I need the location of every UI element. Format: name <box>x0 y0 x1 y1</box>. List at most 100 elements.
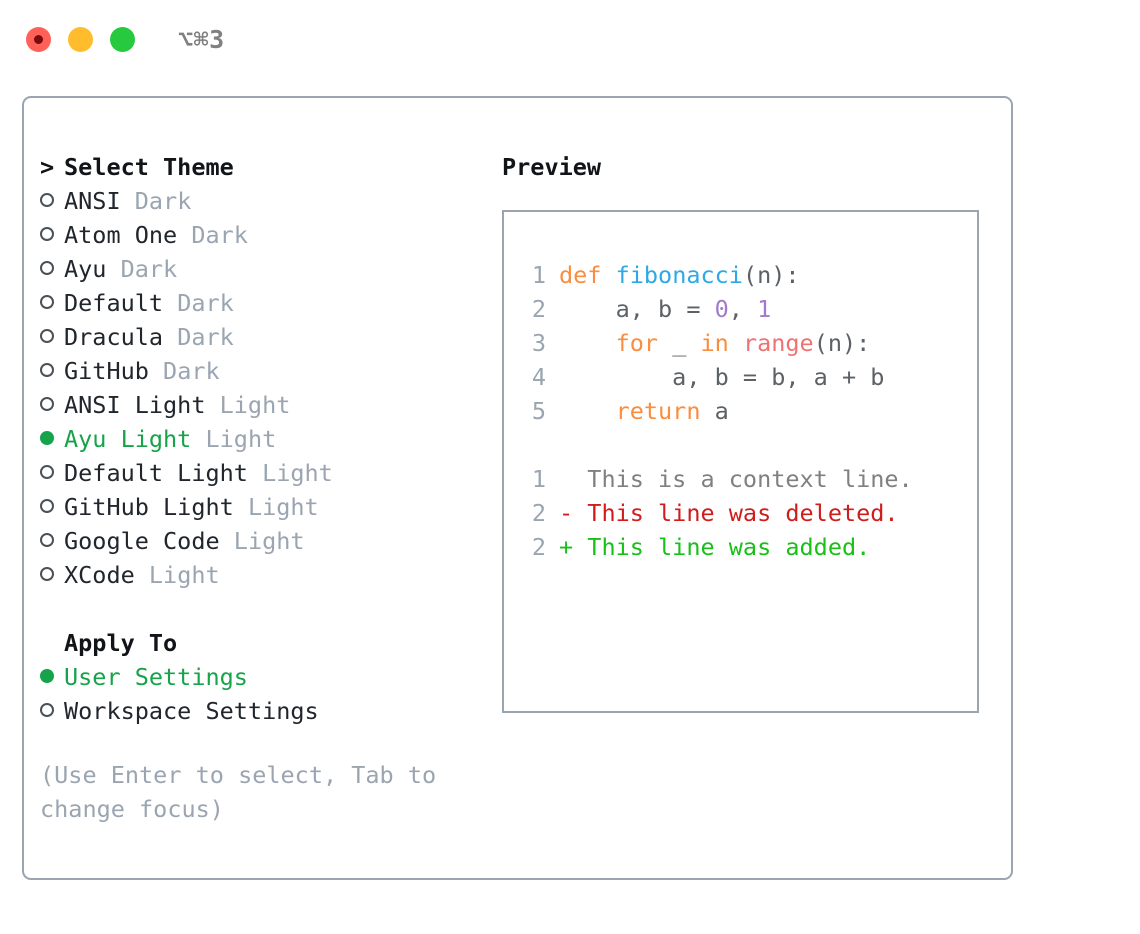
theme-name: Atom One <box>64 221 178 249</box>
theme-name: XCode <box>64 561 135 589</box>
theme-name: Dracula <box>64 323 164 351</box>
radio-bullet <box>40 567 54 581</box>
radio-unselected-icon[interactable] <box>40 286 64 320</box>
radio-bullet <box>40 363 54 377</box>
code-token: in <box>700 329 729 357</box>
theme-name: Ayu Light <box>64 425 192 453</box>
theme-picker-header: > Select Theme <box>40 150 490 184</box>
maximize-button[interactable] <box>110 26 135 52</box>
diff-text: This is a context line. <box>559 465 913 493</box>
theme-list-item[interactable]: Default Light Light <box>40 456 490 490</box>
code-line: 4 a, b = b, a + b <box>518 360 977 394</box>
apply-to-option[interactable]: Workspace Settings <box>40 694 490 728</box>
code-token: (n): <box>742 261 800 289</box>
radio-unselected-icon[interactable] <box>40 354 64 388</box>
theme-variant-tag: Light <box>219 391 291 419</box>
line-number: 2 <box>531 533 546 561</box>
radio-unselected-icon[interactable] <box>40 218 64 252</box>
theme-list-item[interactable]: Atom One Dark <box>40 218 490 252</box>
theme-name-gap <box>191 422 205 456</box>
theme-name: Google Code <box>64 527 220 555</box>
radio-unselected-icon[interactable] <box>40 456 64 490</box>
line-number: 2 <box>531 295 546 323</box>
theme-name: GitHub <box>64 357 149 385</box>
radio-bullet <box>40 397 54 411</box>
line-number: 5 <box>531 397 546 425</box>
code-token: def <box>559 261 602 289</box>
radio-selected-icon[interactable] <box>40 660 64 694</box>
theme-variant-tag: Light <box>205 425 277 453</box>
preview-title: Preview <box>502 153 602 181</box>
diff-line: 2+ This line was added. <box>518 530 977 564</box>
code-diff-gap <box>518 428 977 462</box>
theme-list-item[interactable]: GitHub Light Light <box>40 490 490 524</box>
radio-selected-icon[interactable] <box>40 422 64 456</box>
code-text: a, b = 0, 1 <box>559 292 772 326</box>
apply-to-option[interactable]: User Settings <box>40 660 490 694</box>
theme-variant-tag: Dark <box>120 255 178 283</box>
code-token: a, b = b, a + b <box>559 363 885 391</box>
radio-bullet <box>40 465 54 479</box>
radio-unselected-icon[interactable] <box>40 252 64 286</box>
code-token: return <box>615 397 701 425</box>
code-token: for <box>615 329 659 357</box>
theme-list-item[interactable]: Google Code Light <box>40 524 490 558</box>
theme-list-item[interactable]: Ayu Light Light <box>40 422 490 456</box>
title-bar: ⌥⌘3 <box>0 0 1140 78</box>
radio-unselected-icon[interactable] <box>40 388 64 422</box>
radio-bullet <box>40 329 54 343</box>
code-line: 2 a, b = 0, 1 <box>518 292 977 326</box>
code-line: 5 return a <box>518 394 977 428</box>
theme-name: Default <box>64 289 164 317</box>
code-token: _ <box>658 329 701 357</box>
code-token: range <box>742 329 814 357</box>
theme-name: ANSI <box>64 187 121 215</box>
theme-list-item[interactable]: XCode Light <box>40 558 490 592</box>
theme-name-gap <box>106 252 120 286</box>
theme-variant-tag: Dark <box>177 289 234 317</box>
theme-list-item[interactable]: ANSI Light Light <box>40 388 490 422</box>
code-token: (n): <box>813 329 871 357</box>
theme-list-item[interactable]: GitHub Dark <box>40 354 490 388</box>
theme-name-gap <box>234 490 248 524</box>
theme-list-item[interactable]: ANSI Dark <box>40 184 490 218</box>
radio-unselected-icon[interactable] <box>40 524 64 558</box>
theme-name-gap <box>135 558 149 592</box>
code-token: a, b = <box>559 295 715 323</box>
theme-name-gap <box>149 354 163 388</box>
theme-name-gap <box>220 524 234 558</box>
radio-unselected-icon[interactable] <box>40 184 64 218</box>
theme-name: ANSI Light <box>64 391 206 419</box>
theme-variant-tag: Light <box>233 527 305 555</box>
radio-unselected-icon[interactable] <box>40 320 64 354</box>
theme-name: Default Light <box>64 459 248 487</box>
theme-list-item[interactable]: Default Dark <box>40 286 490 320</box>
diff-line: 1 This is a context line. <box>518 462 977 496</box>
theme-name: GitHub Light <box>64 493 234 521</box>
theme-list-item[interactable]: Ayu Dark <box>40 252 490 286</box>
code-token: , <box>728 295 758 323</box>
traffic-lights <box>26 26 135 52</box>
diff-line: 2- This line was deleted. <box>518 496 977 530</box>
theme-name-gap <box>248 456 262 490</box>
apply-to-label: Workspace Settings <box>64 697 319 725</box>
radio-bullet <box>40 669 54 683</box>
close-button[interactable] <box>26 26 51 52</box>
line-number: 1 <box>531 465 546 493</box>
diff-sample: 1 This is a context line.2- This line wa… <box>518 462 977 564</box>
theme-name: Ayu <box>64 255 107 283</box>
theme-list-item[interactable]: Dracula Dark <box>40 320 490 354</box>
code-token <box>559 329 616 357</box>
minimize-button[interactable] <box>68 26 93 52</box>
radio-unselected-icon[interactable] <box>40 490 64 524</box>
window-title: ⌥⌘3 <box>178 24 225 54</box>
radio-unselected-icon[interactable] <box>40 694 64 728</box>
radio-unselected-icon[interactable] <box>40 558 64 592</box>
theme-name-gap <box>163 286 177 320</box>
code-token: 0 <box>714 295 729 323</box>
